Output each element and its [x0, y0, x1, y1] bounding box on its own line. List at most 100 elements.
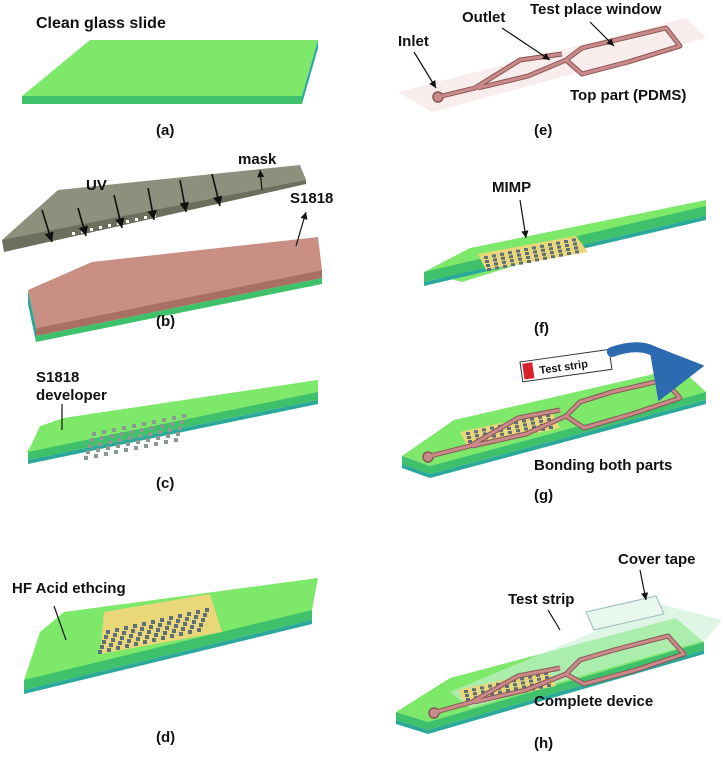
etched-pillar — [185, 617, 189, 621]
mimp-pillar — [574, 246, 578, 250]
mimp-pillar — [557, 245, 561, 249]
pdms-channel-fill — [441, 26, 682, 98]
resist-pillar — [92, 432, 96, 436]
resist-pillar — [114, 450, 118, 454]
mimp-pillar — [500, 252, 504, 256]
label-test-strip-h: Test strip — [508, 591, 574, 608]
mimp-pillar — [556, 241, 560, 245]
resist-pillar — [116, 444, 120, 448]
mimp-pillar — [566, 248, 570, 251]
resist-pillar — [164, 440, 168, 444]
etched-pillar — [169, 616, 173, 620]
bonded-pillar — [546, 414, 550, 417]
mimp-pillar — [503, 264, 507, 268]
mimp-pillar — [509, 255, 513, 259]
etched-pillar — [149, 625, 153, 629]
resist-pillar — [122, 426, 126, 430]
bonded-pillar — [514, 421, 518, 425]
mimp-pillar — [510, 259, 514, 263]
label-outlet: Outlet — [462, 9, 505, 26]
etched-pillar — [122, 631, 126, 635]
mask-hole — [75, 240, 78, 243]
complete-pillar — [498, 690, 502, 694]
panel-f: MIMP (f) — [424, 179, 706, 337]
resist-pillar — [132, 424, 136, 428]
panel-b: UV mask S1818 (b) — [2, 151, 333, 342]
mask-hole — [138, 226, 141, 229]
complete-pillar — [464, 690, 468, 693]
mimp-pillar — [484, 256, 488, 259]
panel-g: Test strip Bonding both parts (g) — [402, 342, 706, 504]
etched-pillar — [136, 637, 140, 641]
complete-pillar — [528, 675, 532, 679]
etched-pillar — [194, 615, 198, 619]
etched-pillar — [143, 640, 147, 644]
etched-pillar — [181, 627, 185, 631]
etched-pillar — [104, 635, 108, 639]
bonded-pillar — [532, 425, 536, 429]
resist-pillar — [106, 446, 110, 450]
resist-pillar — [134, 446, 138, 450]
resist-pillar — [146, 438, 150, 442]
etched-pillar — [165, 626, 169, 630]
mimp-pillar — [493, 258, 497, 262]
label-s1818-developer-1: S1818 — [36, 369, 79, 386]
mimp-pillar — [565, 244, 569, 247]
panel-e: Inlet Outlet Test place window Top part … — [398, 1, 706, 139]
etched-pillar — [176, 619, 180, 623]
panel-c: S1818 developer (c) — [26, 369, 318, 492]
mask-hole — [117, 235, 120, 238]
resist-pillar — [108, 440, 112, 444]
mask-hole — [132, 223, 135, 226]
mimp-pillar — [558, 249, 562, 253]
bonded-pillar — [538, 415, 542, 419]
etched-pillar — [201, 618, 205, 622]
complete-pillar — [480, 686, 484, 690]
label-mimp: MIMP — [492, 179, 531, 196]
complete-pillar — [521, 681, 525, 685]
mimp-pillar — [524, 248, 528, 251]
etched-pillar — [199, 623, 203, 627]
test-strip-card — [519, 348, 613, 383]
complete-pillar — [539, 685, 543, 689]
resist-pillar — [138, 434, 142, 438]
complete-pillar — [496, 682, 500, 686]
etched-pillar — [192, 620, 196, 624]
resist-pillar — [136, 440, 140, 444]
mask-hole — [66, 242, 69, 245]
bonded-pillar — [490, 426, 494, 430]
resist-pillar — [178, 426, 182, 430]
etched-pillar — [129, 634, 133, 638]
etched-pillar — [203, 613, 207, 617]
bonded-pillar — [466, 432, 470, 435]
mimp-pillar — [495, 266, 499, 270]
resist-pillar — [176, 432, 180, 436]
label-cover-tape: Cover tape — [618, 551, 696, 568]
mask-hole — [102, 234, 105, 237]
etched-pillar — [197, 628, 201, 632]
mask-hole — [129, 228, 132, 231]
mask-hole — [90, 228, 93, 231]
caption-g: (g) — [534, 487, 553, 504]
mask-hole — [96, 231, 99, 234]
resist-pillar-array — [84, 414, 186, 460]
etched-pillar — [205, 608, 209, 612]
mimp-pillar — [532, 246, 536, 250]
resist-pillar — [102, 430, 106, 434]
resist-pillar — [96, 448, 100, 452]
mimp-pillar — [567, 252, 571, 255]
etched-pillar — [170, 634, 174, 638]
etched-pillar — [172, 629, 176, 633]
caption-h: (h) — [534, 735, 553, 752]
mimp-pillar — [535, 258, 539, 262]
etched-pillar — [156, 628, 160, 632]
etched-pillar — [160, 618, 164, 622]
bonded-pillar — [468, 440, 472, 443]
caption-b: (b) — [156, 313, 175, 330]
panel-h: Cover tape Test strip Complete device (h… — [396, 551, 722, 752]
mask-hole — [144, 229, 147, 232]
etched-pillar — [151, 620, 155, 624]
label-test-place-window: Test place window — [530, 1, 662, 18]
bonded-pillar — [475, 434, 479, 438]
